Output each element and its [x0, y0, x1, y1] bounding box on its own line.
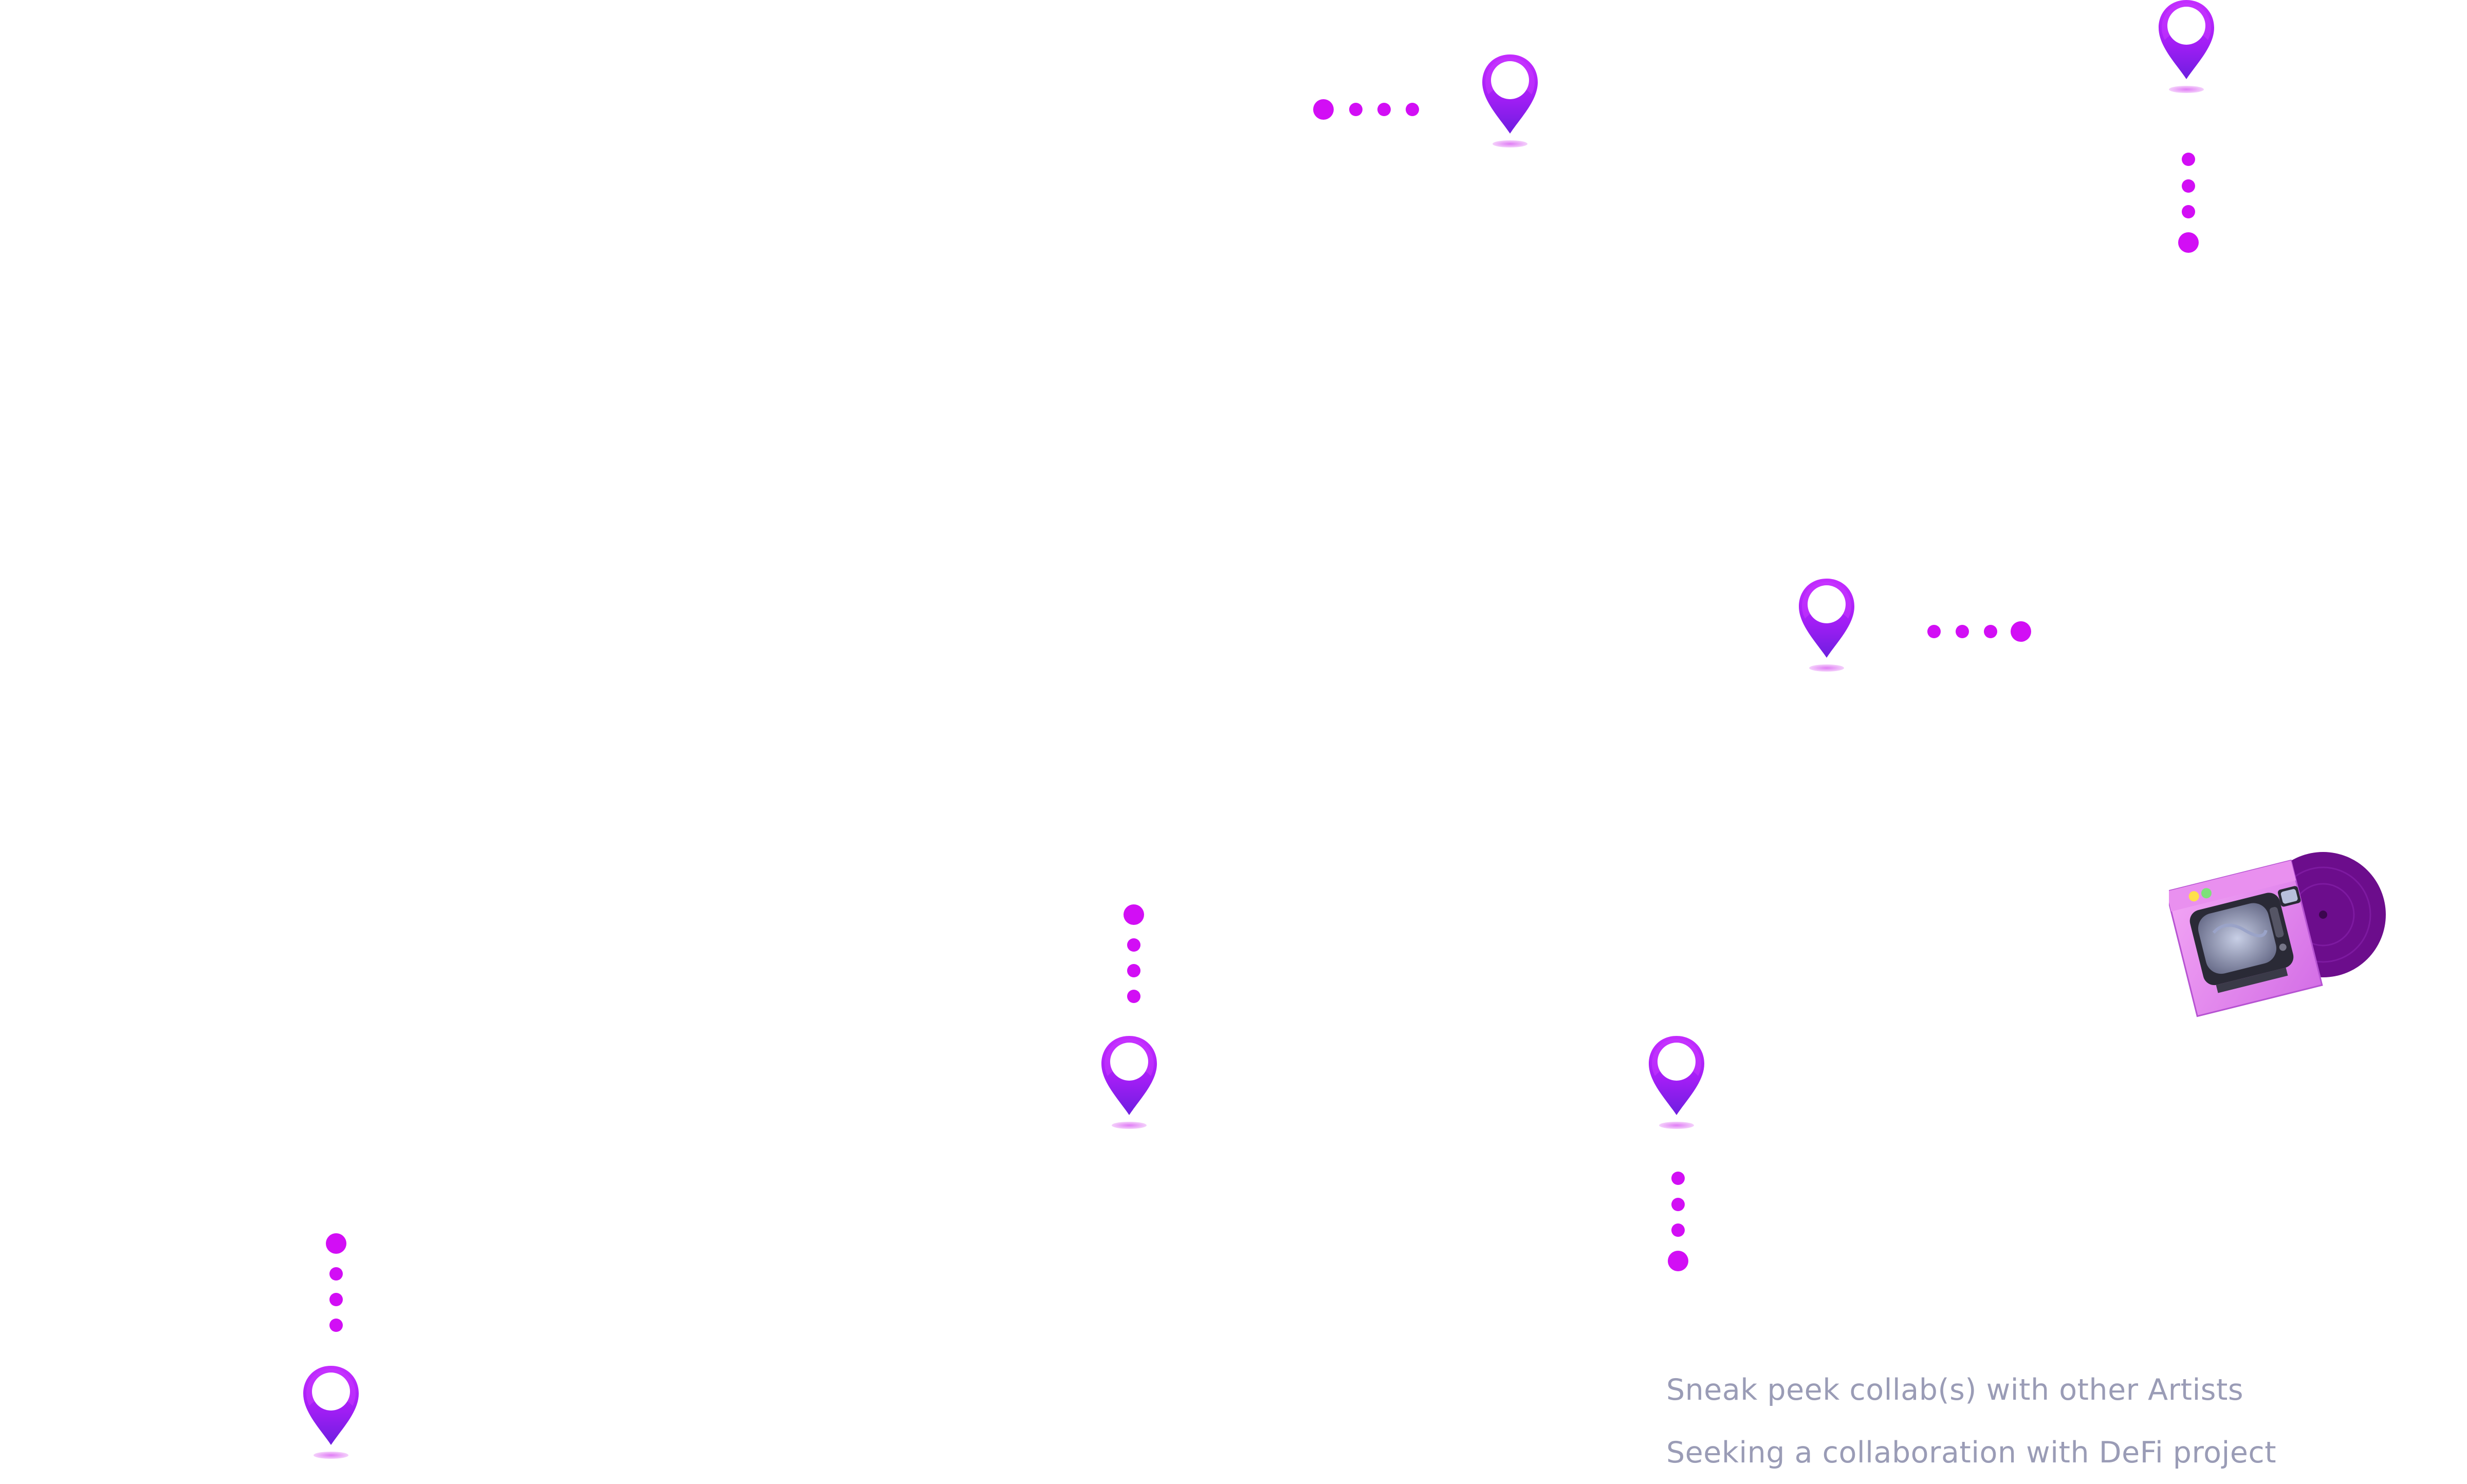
- connector-dot: [2182, 205, 2195, 218]
- connector-dot: [2182, 179, 2195, 193]
- connector-dot: [1127, 990, 1140, 1003]
- roadmap-item: Sneak peek collab(s) with other Artists: [1666, 1373, 2244, 1407]
- album-artwork: [2169, 848, 2395, 1017]
- connector-dot: [2182, 153, 2195, 166]
- connector-dot-large: [1313, 99, 1334, 120]
- connector-dot: [1956, 625, 1969, 638]
- connector-dot: [1127, 964, 1140, 977]
- connector-dot: [329, 1319, 343, 1332]
- connector-dot: [329, 1293, 343, 1306]
- location-pin-icon: [1479, 51, 1541, 149]
- connector-dot: [1927, 625, 1941, 638]
- location-pin-icon: [300, 1363, 362, 1460]
- connector-dot: [1127, 938, 1140, 952]
- connector-dot: [1984, 625, 1997, 638]
- connector-dot-large: [326, 1233, 346, 1254]
- connector-dot: [1349, 103, 1363, 116]
- location-pin-icon: [1098, 1033, 1160, 1130]
- connector-dot: [329, 1267, 343, 1281]
- connector-dot: [1406, 103, 1419, 116]
- location-pin-icon: [2156, 0, 2217, 95]
- connector-dot-large: [2178, 232, 2199, 253]
- connector-dot: [1671, 1223, 1685, 1237]
- connector-dot-large: [1668, 1251, 1688, 1271]
- roadmap-item: Seeking a collaboration with DeFi projec…: [1666, 1436, 2277, 1470]
- connector-dot-large: [1124, 904, 1144, 925]
- connector-dot-large: [2011, 621, 2031, 642]
- retro-tv-icon: [2189, 893, 2294, 993]
- connector-dot: [1671, 1198, 1685, 1211]
- location-pin-icon: [1796, 576, 1857, 673]
- connector-dot: [1377, 103, 1391, 116]
- location-pin-icon: [1646, 1033, 1707, 1130]
- connector-dot: [1671, 1172, 1685, 1185]
